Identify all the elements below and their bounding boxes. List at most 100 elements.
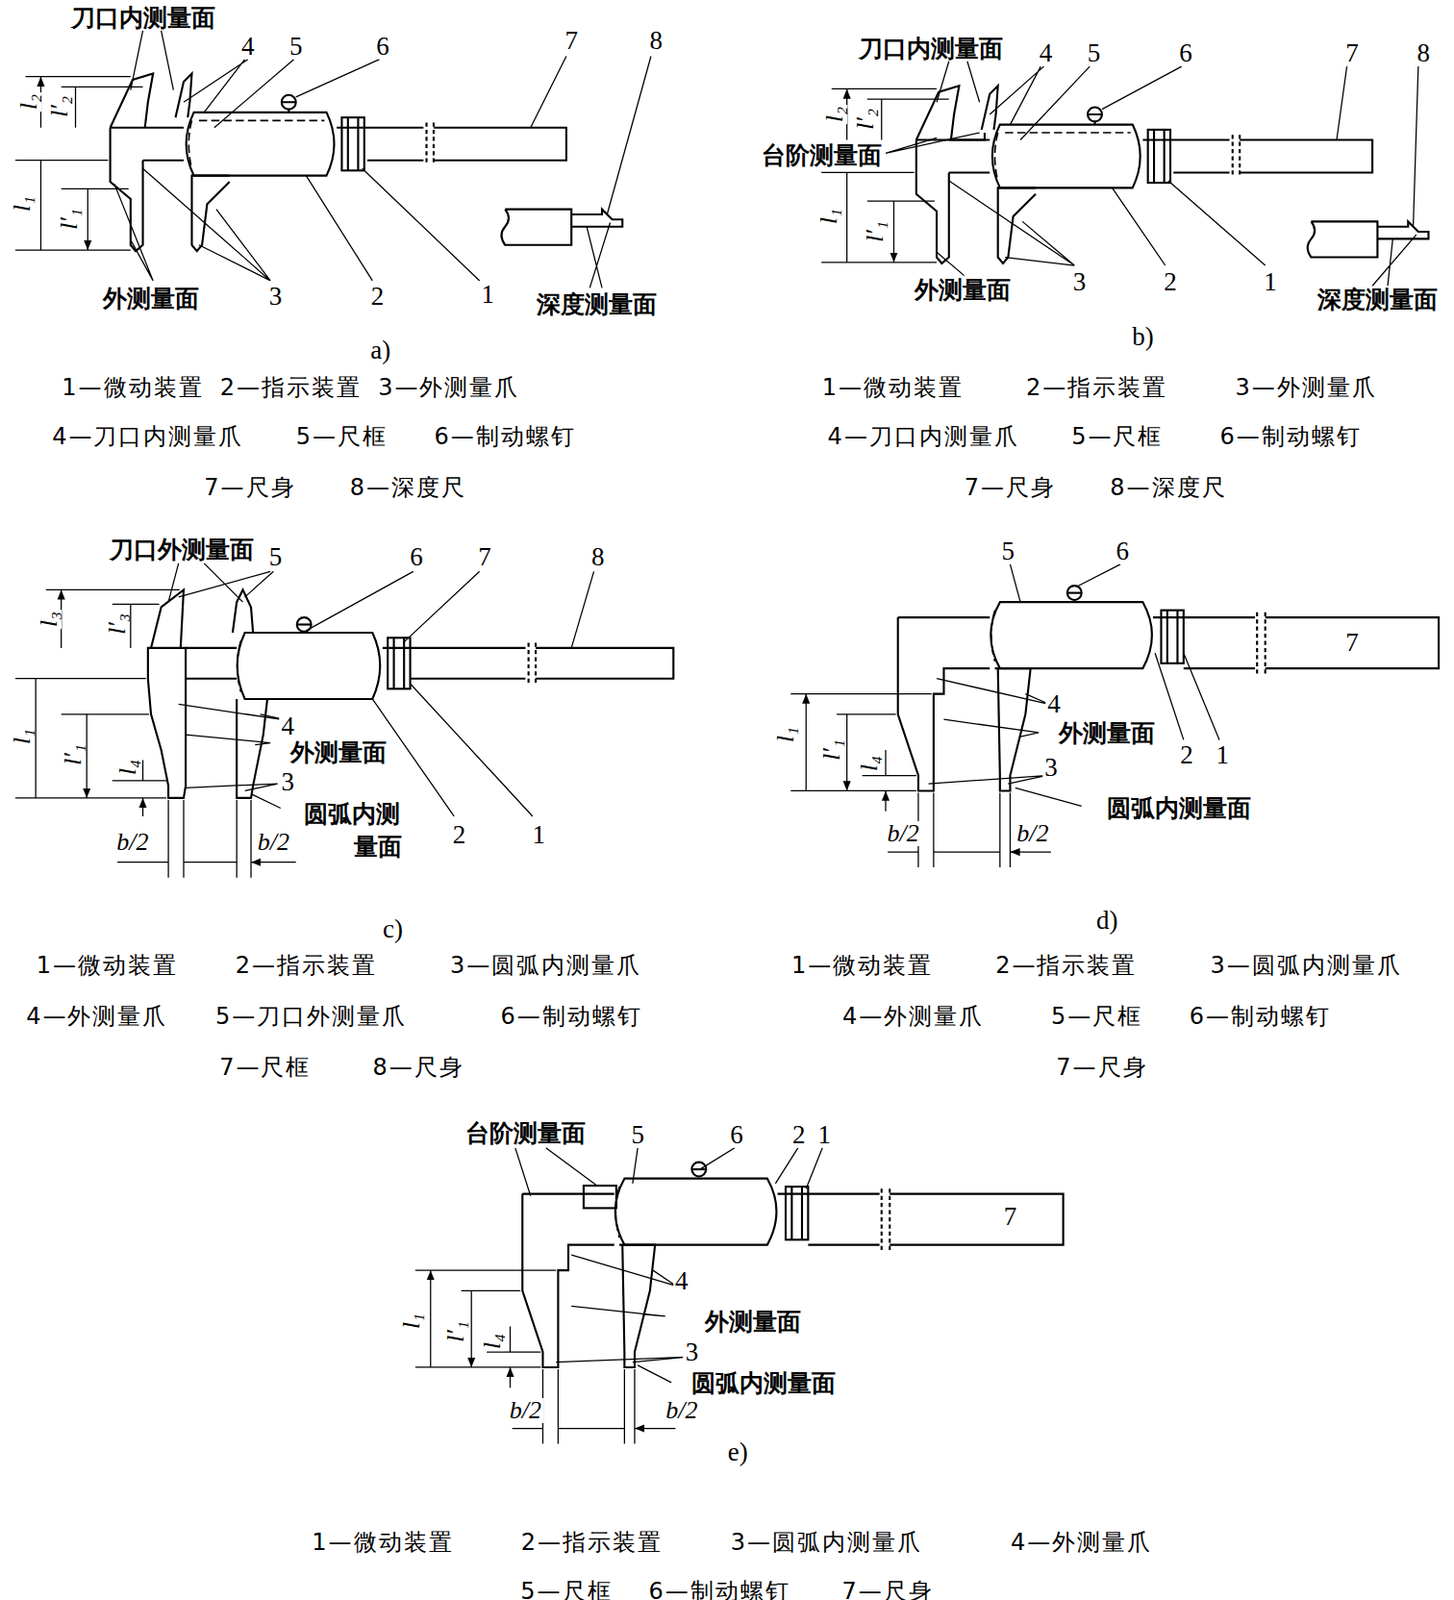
callout-number: 2 xyxy=(1178,742,1196,769)
callout-number: 8 xyxy=(648,27,666,54)
dimension-label: l₁ xyxy=(9,194,35,214)
callout-number: 4 xyxy=(1045,691,1063,718)
callout-number: 5 xyxy=(267,544,285,571)
callout-number: b) xyxy=(1129,324,1156,351)
legend-text: 5—尺框 xyxy=(1051,1004,1143,1028)
surface-label: 量面 xyxy=(353,833,402,858)
callout-number: 5 xyxy=(1085,40,1104,67)
dimension-label: l₁ xyxy=(9,727,35,747)
surface-label: 刀口内测量面 xyxy=(858,35,1003,60)
dimension-label: l′₃ xyxy=(104,611,130,637)
callout-number: 2 xyxy=(369,282,387,309)
callout-number: 1 xyxy=(478,280,497,307)
dimension-label: l′₁ xyxy=(443,1319,469,1345)
legend-text: 3—圆弧内测量爪 xyxy=(1210,953,1403,978)
callout-number: 2 xyxy=(1161,268,1179,295)
callout-number: 4 xyxy=(1037,40,1055,67)
legend-text: 2—指示装置 xyxy=(235,953,377,978)
callout-number: 3 xyxy=(1042,753,1060,780)
legend-text: 8—尺身 xyxy=(372,1055,464,1079)
legend-text: 1—微动装置 xyxy=(822,376,964,400)
callout-number: 3 xyxy=(278,768,297,795)
callout-number: c) xyxy=(380,915,405,942)
legend-text: 7—尺身 xyxy=(841,1579,933,1600)
dimension-label: l₃ xyxy=(36,609,62,629)
legend-text: 4—外测量爪 xyxy=(25,1004,168,1028)
surface-label: 台阶测量面 xyxy=(761,143,882,168)
callout-number: 4 xyxy=(239,32,257,59)
legend-text: 7—尺框 xyxy=(219,1055,311,1079)
legend-text: 1—微动装置 xyxy=(36,953,178,978)
callout-number: e) xyxy=(726,1438,751,1465)
legend-text: 3—外测量爪 xyxy=(377,376,520,400)
callout-number: 4 xyxy=(278,713,297,740)
callout-number: 5 xyxy=(1000,537,1018,564)
dimension-label: b/2 xyxy=(663,1398,700,1424)
callout-number: 1 xyxy=(1213,742,1231,769)
dimension-label: l₂ xyxy=(822,104,848,125)
dimension-label: l′₂ xyxy=(852,106,878,132)
dimension-label: l₁ xyxy=(816,206,842,226)
surface-label: 外测量面 xyxy=(704,1309,802,1334)
callout-number: 3 xyxy=(683,1338,702,1365)
dimension-label: l₂ xyxy=(16,92,42,112)
dimension-label: l₄ xyxy=(856,753,882,774)
dimension-label: l₄ xyxy=(479,1331,505,1352)
callout-number: 7 xyxy=(1343,629,1361,656)
dimension-label: b/2 xyxy=(1014,821,1051,847)
callout-number: 6 xyxy=(374,32,392,59)
dimension-label: b/2 xyxy=(507,1398,544,1424)
surface-label: 外测量面 xyxy=(102,285,200,310)
dimension-label: l′₁ xyxy=(819,737,845,763)
callout-number: 2 xyxy=(790,1121,808,1148)
callout-number: 3 xyxy=(1071,268,1089,295)
legend-text: 7—尺身 xyxy=(203,476,296,500)
legend-text: 1—微动装置 xyxy=(791,953,933,978)
callout-number: 6 xyxy=(727,1121,746,1148)
legend-text: 5—尺框 xyxy=(520,1579,612,1600)
callout-number: 7 xyxy=(562,27,580,54)
callout-number: d) xyxy=(1094,907,1121,934)
dimension-label: l₁ xyxy=(773,725,799,745)
dimension-label: b/2 xyxy=(255,829,292,855)
legend-text: 2—指示装置 xyxy=(995,953,1137,978)
callout-number: 1 xyxy=(1261,268,1279,295)
dimension-label: l₁ xyxy=(399,1311,425,1331)
legend-text: 1—微动装置 xyxy=(61,376,203,400)
surface-label: 圆弧内测 xyxy=(303,801,401,826)
callout-number: 6 xyxy=(1113,537,1131,564)
dimension-label: b/2 xyxy=(884,821,921,847)
dimension-label: l′₁ xyxy=(60,742,86,768)
surface-label: 外测量面 xyxy=(290,739,387,764)
surface-label: 圆弧内测量面 xyxy=(691,1370,836,1395)
surface-label: 外测量面 xyxy=(914,277,1011,302)
dimension-label: l′₁ xyxy=(862,219,888,245)
legend-text: 3—外测量爪 xyxy=(1235,376,1378,400)
legend-text: 3—圆弧内测量爪 xyxy=(450,953,642,978)
callout-number: 8 xyxy=(1414,40,1432,67)
legend-text: 5—尺框 xyxy=(1071,425,1163,449)
callout-number: 3 xyxy=(267,282,285,309)
legend-text: 4—外测量爪 xyxy=(1010,1530,1153,1555)
legend-text: 1—微动装置 xyxy=(311,1530,453,1555)
legend-text: 7—尺身 xyxy=(1055,1055,1148,1079)
callout-number: 5 xyxy=(287,32,305,59)
legend-text: 4—外测量爪 xyxy=(842,1004,984,1028)
callout-number: 6 xyxy=(1177,40,1195,67)
legend-text: 6—制动螺钉 xyxy=(648,1579,790,1600)
callout-number: 4 xyxy=(673,1267,691,1294)
legend-text: 6—制动螺钉 xyxy=(434,425,577,449)
legend-text: 4—刀口内测量爪 xyxy=(827,425,1020,449)
legend-text: 6—制动螺钉 xyxy=(501,1004,643,1028)
callout-number: a) xyxy=(368,336,393,363)
callout-number: 1 xyxy=(816,1121,834,1148)
dimension-label: l′₂ xyxy=(47,94,73,120)
legend-text: 6—制动螺钉 xyxy=(1220,425,1362,449)
callout-number: 7 xyxy=(1002,1203,1020,1229)
legend-text: 2—指示装置 xyxy=(220,376,362,400)
dimension-label: b/2 xyxy=(114,829,151,855)
callout-number: 2 xyxy=(451,821,469,848)
surface-label: 刀口内测量面 xyxy=(71,5,216,30)
legend-text: 3—圆弧内测量爪 xyxy=(730,1530,923,1555)
